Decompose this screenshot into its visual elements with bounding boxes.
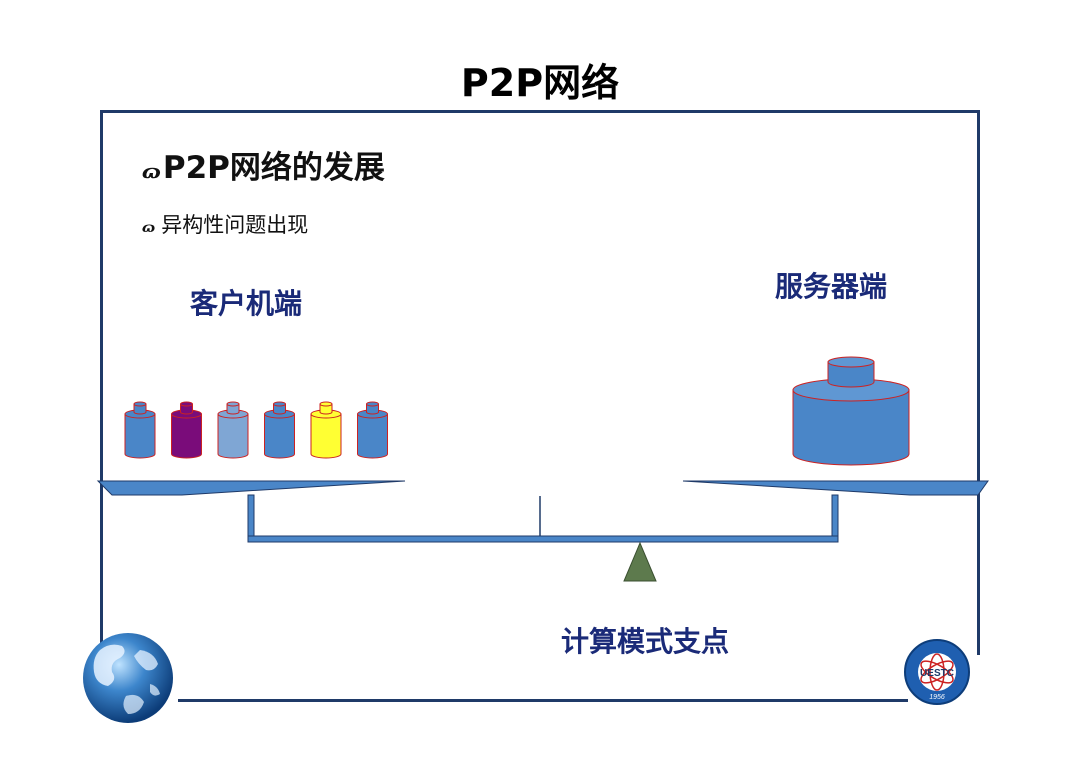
frame-left-border bbox=[100, 110, 103, 655]
right-pan bbox=[682, 480, 989, 496]
bullet-glyph-icon: ɷ bbox=[142, 220, 156, 236]
pivot-label: 计算模式支点 bbox=[561, 625, 730, 658]
client-cylinder-icon bbox=[357, 401, 388, 459]
bullet-sub: ɷ 异构性问题出现 bbox=[142, 209, 308, 239]
left-pan-support bbox=[247, 494, 255, 538]
bullet-glyph-icon: ɷ bbox=[142, 159, 161, 183]
bullet-main: ɷP2P网络的发展 bbox=[142, 142, 385, 187]
frame-top-border bbox=[100, 110, 980, 113]
scale-beam bbox=[247, 535, 839, 543]
uestc-logo-year: 1956 bbox=[929, 694, 945, 701]
client-cylinder-icon bbox=[171, 401, 202, 459]
uestc-logo-text: UESTC bbox=[920, 668, 954, 679]
server-side-label: 服务器端 bbox=[775, 270, 888, 303]
slide-title: P2P网络 bbox=[460, 61, 620, 105]
bullet-main-text: P2P网络的发展 bbox=[162, 150, 385, 186]
server-cylinder-icon bbox=[792, 356, 910, 466]
bullet-sub-text: 异构性问题出现 bbox=[161, 213, 309, 237]
client-cylinder-icon bbox=[217, 401, 249, 459]
frame-right-border bbox=[977, 110, 980, 655]
uestc-logo-icon: UESTC 1956 bbox=[904, 639, 970, 705]
client-side-label: 客户机端 bbox=[190, 287, 303, 320]
right-pan-support bbox=[831, 494, 839, 538]
left-pan bbox=[96, 480, 406, 496]
globe-icon bbox=[83, 633, 173, 723]
fulcrum-triangle bbox=[623, 541, 657, 582]
client-cylinder-icon bbox=[264, 401, 295, 459]
frame-bottom-border bbox=[178, 699, 908, 702]
client-cylinder-icon bbox=[124, 401, 156, 459]
client-cylinder-icon bbox=[310, 401, 342, 459]
client-cylinders bbox=[124, 401, 388, 459]
